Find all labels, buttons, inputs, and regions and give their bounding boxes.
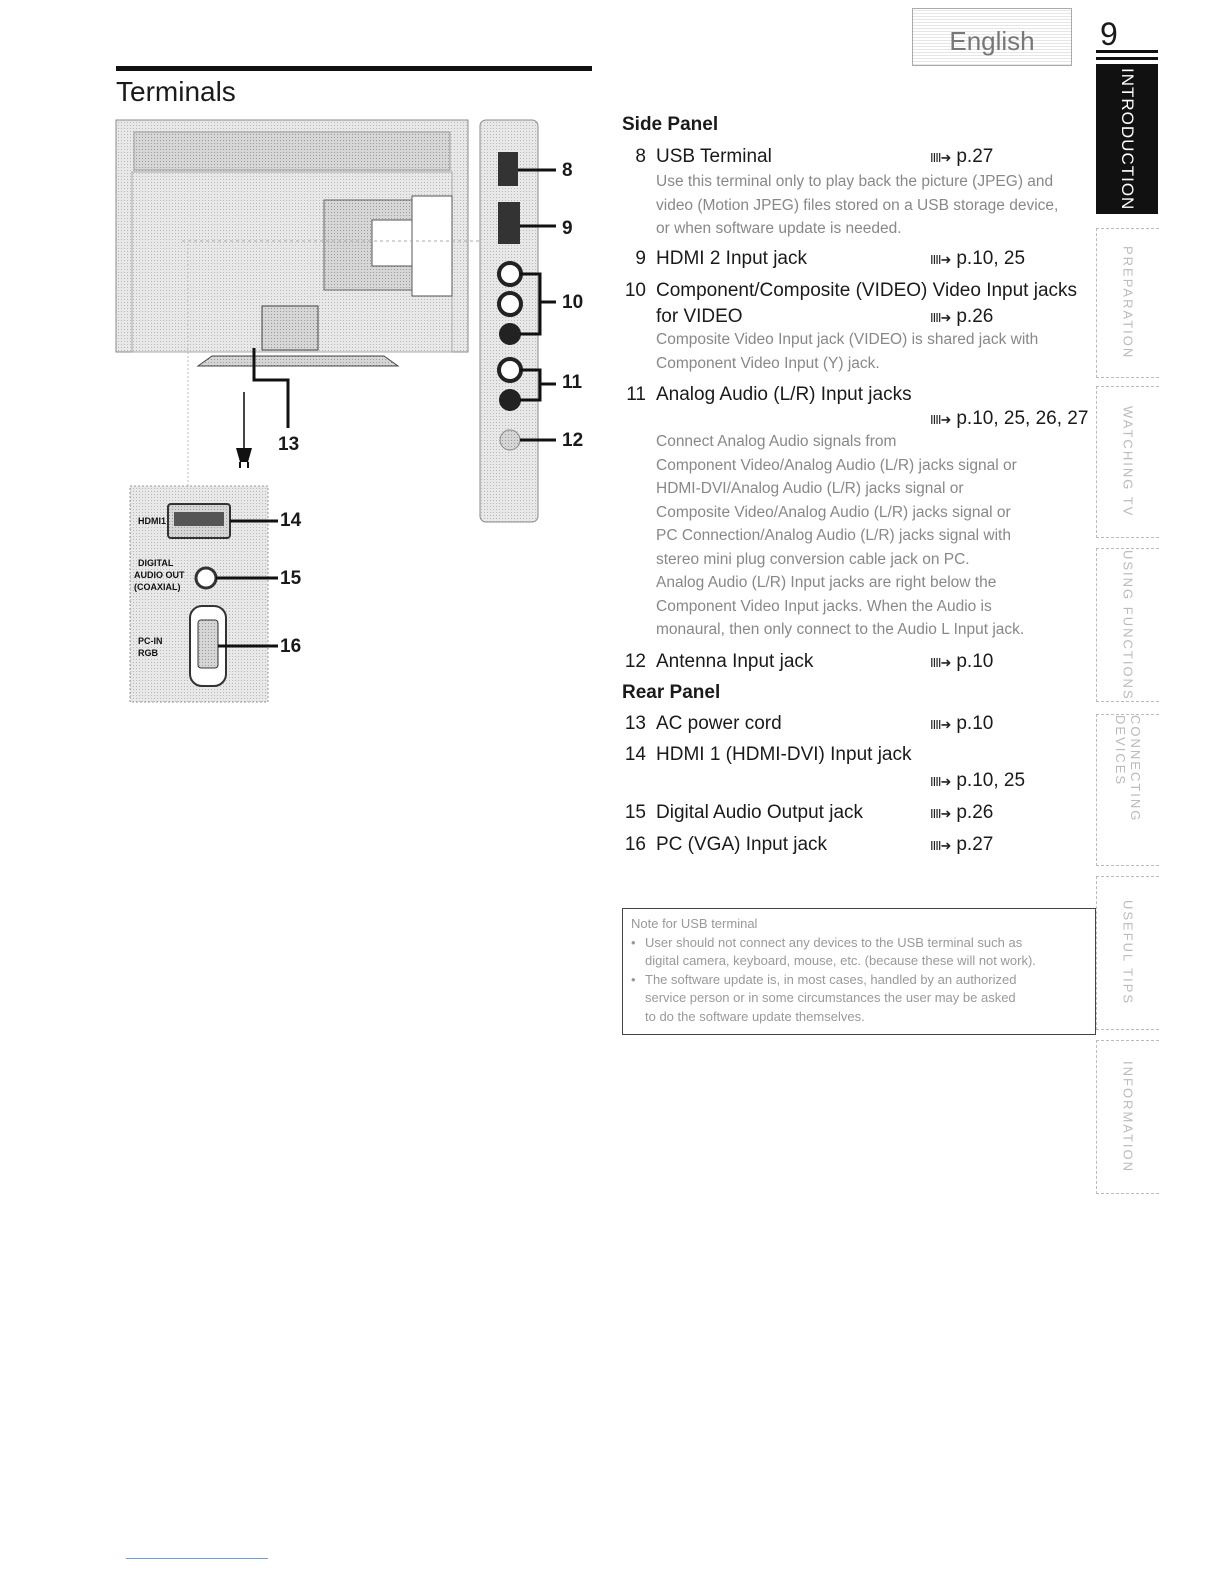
item-description: Use this terminal only to play back the … [656, 173, 1059, 237]
rear-panel-heading: Rear Panel [622, 682, 721, 703]
page-reference: IIII➜p.27 [930, 146, 994, 167]
tv-rear-illustration: HDMI1 DIGITAL AUDIO OUT (COAXIAL) PC-IN … [115, 119, 556, 703]
callout-8: 8 [562, 160, 573, 181]
side-tab-information[interactable]: INFORMATION [1096, 1040, 1159, 1194]
usb-port [498, 152, 518, 186]
page-number-rule [1096, 50, 1158, 53]
item-description: Composite Video Input jack (VIDEO) is sh… [656, 331, 1039, 372]
callout-10: 10 [562, 292, 584, 313]
terminals-diagram: HDMI1 DIGITAL AUDIO OUT (COAXIAL) PC-IN … [112, 116, 592, 706]
page-reference: IIII➜p.10 [930, 651, 994, 672]
callout-13: 13 [278, 434, 300, 455]
rear-label-digital: DIGITAL [138, 558, 174, 568]
usb-note-box: Note for USB terminal • User should not … [622, 908, 1096, 1035]
language-tab: English [912, 8, 1072, 66]
callout-14: 14 [280, 510, 302, 531]
section-title: Terminals [116, 76, 236, 107]
side-panel-illustration [479, 119, 539, 523]
rear-label-rgb: RGB [138, 648, 159, 658]
footer-line [126, 1558, 268, 1559]
side-tab-preparation[interactable]: PREPARATION [1096, 228, 1159, 378]
hdmi2-port [498, 202, 520, 244]
list-item-continued: for VIDEO [656, 306, 743, 327]
side-tab-using-functions[interactable]: USING FUNCTIONS [1096, 548, 1159, 702]
page-number-rule [1096, 57, 1158, 60]
note-bullet: • User should not connect any devices to… [631, 934, 1036, 969]
audio-l-jack [497, 357, 523, 383]
rear-label-hdmi1: HDMI1 [138, 516, 166, 526]
page-reference: IIII➜p.10, 25 [930, 248, 1026, 269]
note-title: Note for USB terminal [631, 916, 758, 931]
callout-9: 9 [562, 218, 573, 239]
item-description: Connect Analog Audio signals from Compon… [656, 433, 1025, 638]
title-rule [116, 66, 592, 71]
page-reference: IIII➜p.10, 25 [930, 770, 1026, 791]
side-tab-introduction[interactable]: INTRODUCTION [1096, 64, 1158, 214]
side-tab-watching-tv[interactable]: WATCHING TV [1096, 386, 1159, 538]
page-reference: IIII➜p.26 [930, 306, 994, 327]
video-jack [497, 261, 523, 287]
page-reference: IIII➜p.27 [930, 834, 994, 855]
page-reference: IIII➜p.26 [930, 802, 994, 823]
side-tab-connecting-devices[interactable]: CONNECTING DEVICES [1096, 714, 1159, 866]
side-panel-heading: Side Panel [622, 114, 719, 135]
callout-15: 15 [280, 568, 302, 589]
callout-16: 16 [280, 636, 302, 657]
side-tab-useful-tips[interactable]: USEFUL TIPS [1096, 876, 1159, 1030]
rear-label-coaxial: (COAXIAL) [134, 582, 181, 592]
antenna-jack [499, 429, 521, 451]
audio-r-jack [499, 389, 521, 411]
page-number: 9 [1100, 16, 1118, 52]
power-plug [236, 448, 252, 462]
page-reference: IIII➜p.10, 25, 26, 27 [930, 408, 1089, 429]
page-reference: IIII➜p.10 [930, 713, 994, 734]
note-bullet: • The software update is, in most cases,… [631, 971, 1017, 1024]
rear-label-pc-in: PC-IN [138, 636, 163, 646]
callout-12: 12 [562, 430, 584, 451]
callout-11: 11 [562, 372, 583, 393]
rear-label-audio-out: AUDIO OUT [134, 570, 185, 580]
digital-audio-jack [194, 566, 218, 590]
